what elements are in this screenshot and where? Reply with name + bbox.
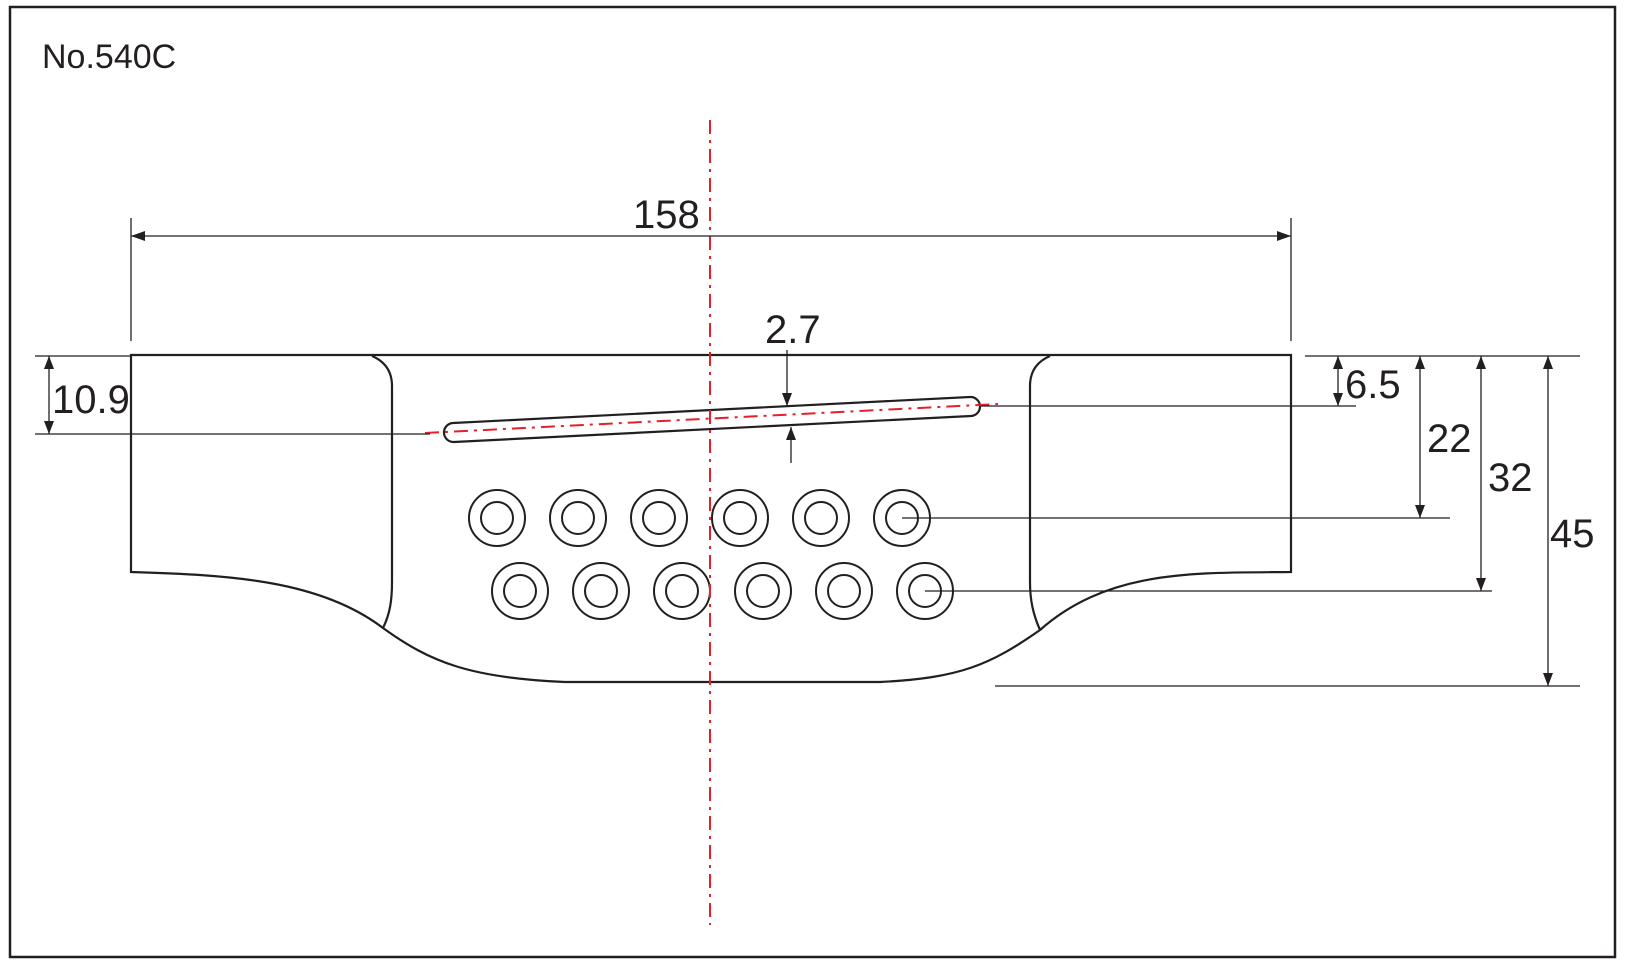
row2-depth-arrow-bottom	[1476, 578, 1486, 591]
drawing-frame	[8, 5, 1617, 959]
row2-pin-hole-5-inner-ring	[827, 574, 861, 608]
row1-pin-hole-2-inner-ring	[561, 501, 595, 535]
row2-pin-hole-3-inner-ring	[665, 574, 699, 608]
row2-depth-label: 32	[1488, 456, 1533, 500]
part-number-title: No.540C	[42, 38, 176, 76]
slot-width-arrow-top	[782, 393, 792, 406]
row2-pin-hole-1-inner-ring	[503, 574, 537, 608]
slot-right-depth-arrow-bottom	[1333, 393, 1343, 406]
slot-right-depth-label: 6.5	[1345, 363, 1401, 407]
row1-depth-arrow-top	[1415, 356, 1425, 369]
row2-pin-hole-2-inner-ring	[584, 574, 618, 608]
width-arrow-left	[131, 231, 145, 241]
width-dimension-label: 158	[633, 193, 700, 237]
row1-depth-label: 22	[1427, 417, 1472, 461]
row1-pin-hole-5-outer-ring	[792, 489, 850, 547]
row1-pin-hole-4-inner-ring	[723, 501, 757, 535]
pin-hole-row-2	[491, 562, 954, 620]
width-arrow-right	[1277, 231, 1291, 241]
saddle-slot	[442, 395, 982, 444]
row2-pin-hole-5-outer-ring	[815, 562, 873, 620]
overall-height-label: 45	[1550, 512, 1595, 556]
row1-pin-hole-1-inner-ring	[480, 501, 514, 535]
left-depth-label: 10.9	[52, 378, 130, 422]
row2-pin-hole-4-outer-ring	[734, 562, 792, 620]
row2-pin-hole-3-outer-ring	[653, 562, 711, 620]
row1-pin-hole-5-inner-ring	[804, 501, 838, 535]
overall-height-arrow-bottom	[1543, 673, 1553, 686]
row1-pin-hole-3-outer-ring	[630, 489, 688, 547]
slot-width-label: 2.7	[765, 308, 821, 352]
left-wing-edge	[371, 354, 394, 629]
row2-depth-arrow-top	[1476, 356, 1486, 369]
row1-depth-arrow-bottom	[1415, 505, 1425, 518]
row1-pin-hole-3-inner-ring	[642, 501, 676, 535]
row1-pin-hole-2-outer-ring	[549, 489, 607, 547]
bridge-outline	[129, 353, 1293, 684]
slot-width-arrow-bottom	[786, 427, 796, 440]
row1-pin-hole-1-outer-ring	[468, 489, 526, 547]
slot-centerline	[424, 403, 999, 434]
left-depth-arrow-bottom	[44, 421, 54, 434]
overall-height-arrow-top	[1543, 356, 1553, 369]
pin-hole-row-1	[468, 489, 931, 547]
row2-pin-hole-2-outer-ring	[572, 562, 630, 620]
row1-pin-hole-4-outer-ring	[711, 489, 769, 547]
row2-pin-hole-4-inner-ring	[746, 574, 780, 608]
slot-right-depth-arrow-top	[1333, 356, 1343, 369]
left-depth-arrow-top	[44, 356, 54, 369]
row2-pin-hole-1-outer-ring	[491, 562, 549, 620]
right-wing-edge	[1028, 354, 1051, 631]
